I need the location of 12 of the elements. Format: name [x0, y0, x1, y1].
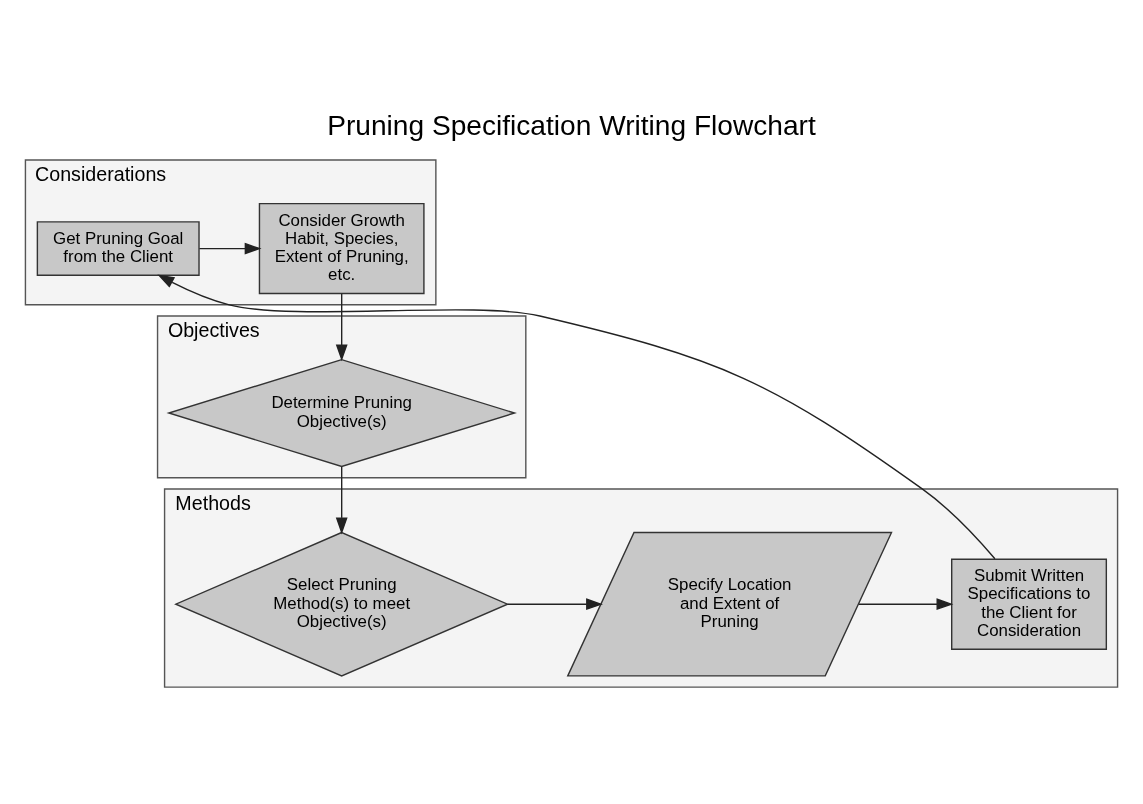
arrow [858, 597, 954, 610]
diagram-title: Pruning Specification Writing Flowchart [327, 109, 816, 141]
arrow [335, 292, 348, 361]
arrow [198, 242, 262, 254]
node-box: Submit Written Specifications to the Client for Consideration [951, 558, 1108, 650]
node-box: Consider Growth Habit, Species, Extent of Pruning, etc. [258, 202, 425, 294]
arrow [506, 597, 603, 610]
arrow [335, 465, 348, 534]
node-box: Get Pruning Goal from the Client [36, 220, 200, 276]
arrow [157, 273, 996, 559]
node-diamond: Determine Pruning Objective(s) [166, 358, 517, 467]
node-diamond: Select Pruning Method(s) to meet Objective(s) [174, 531, 510, 677]
